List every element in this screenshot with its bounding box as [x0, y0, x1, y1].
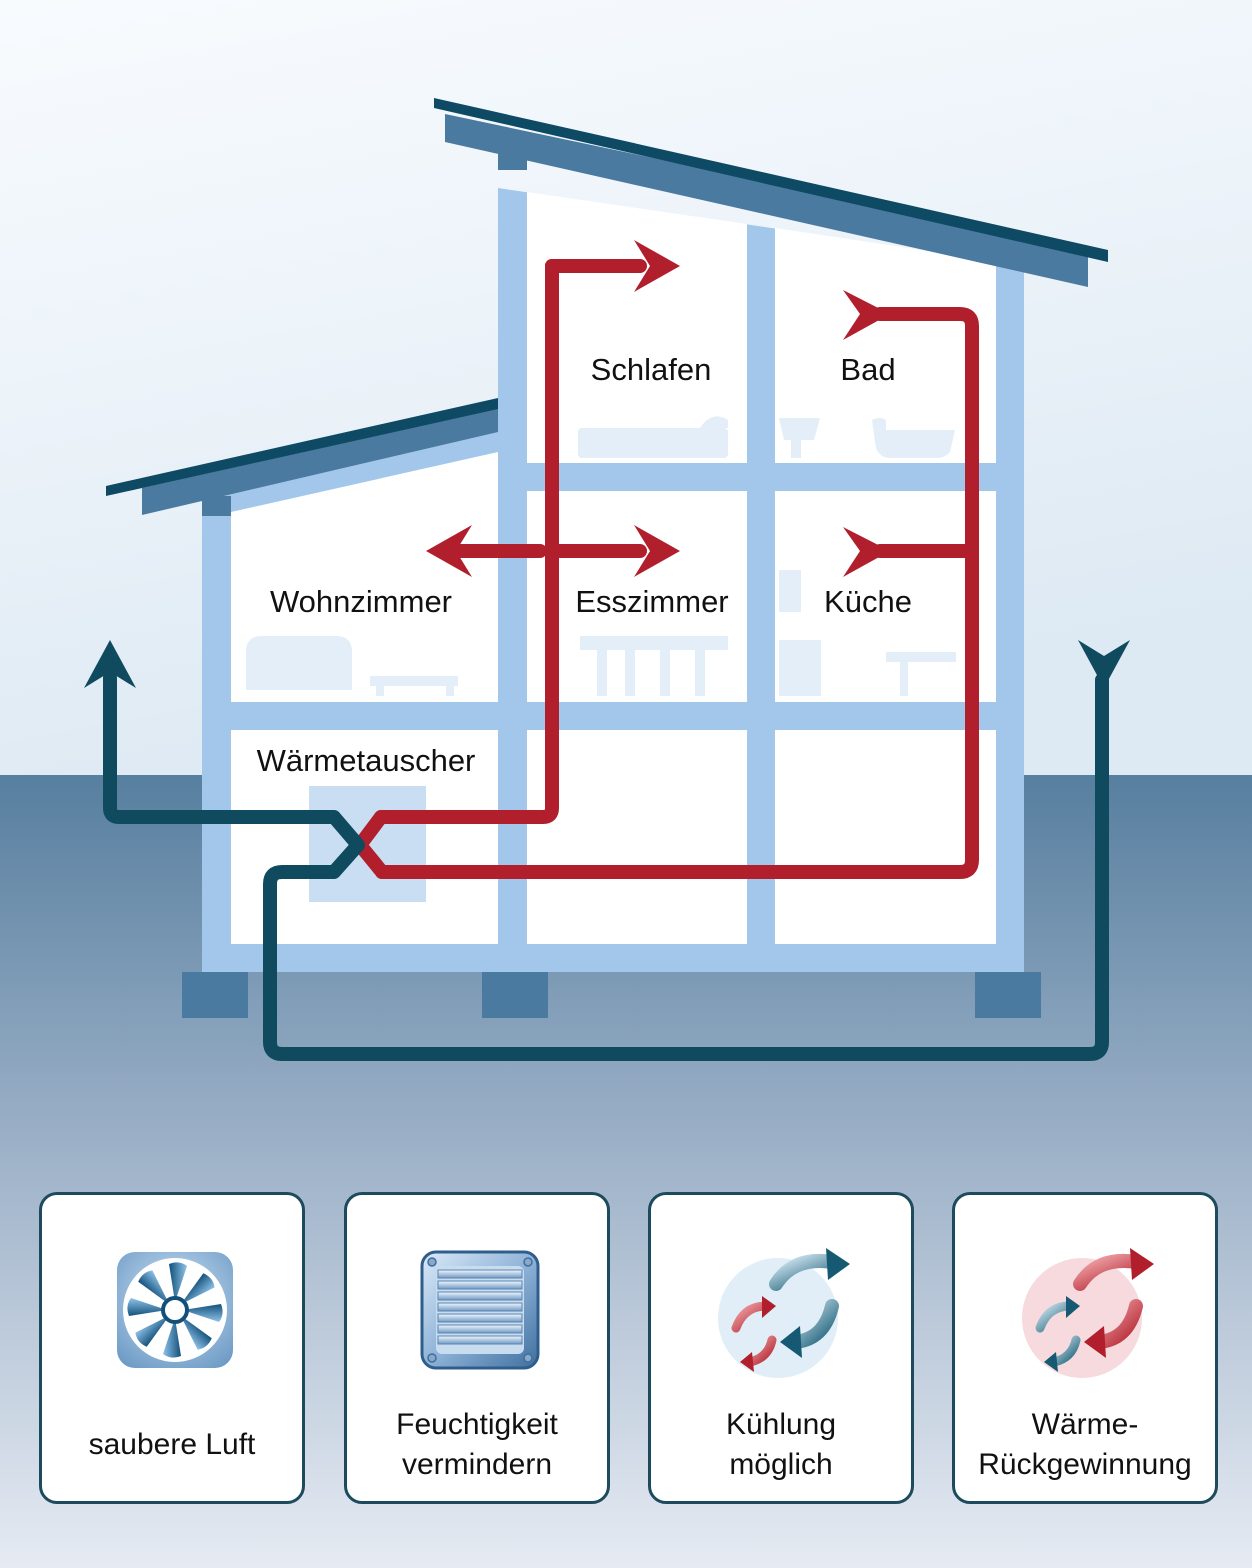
foundation-block-center [482, 972, 548, 1018]
arrow-exhaust-up [84, 640, 136, 688]
feature-caption-line1: Wärme- [1031, 1408, 1139, 1441]
arrow-esszimmer-right [634, 525, 680, 577]
feature-caption: Feuchtigkeit vermindern [347, 1400, 607, 1490]
feature-tile-cooling: Kühlung möglich [648, 1192, 914, 1504]
arrow-bad [843, 290, 890, 340]
fan-icon [117, 1252, 233, 1368]
feature-caption: Kühlung möglich [651, 1400, 911, 1490]
room-label-wohnzimmer: Wohnzimmer [270, 584, 452, 619]
room-label-esszimmer: Esszimmer [575, 584, 728, 619]
feature-caption: Wärme- Rückgewinnung [955, 1400, 1215, 1490]
arrow-wohnzimmer-left [426, 525, 472, 577]
furniture-silhouettes [246, 416, 956, 696]
arrow-kueche [843, 527, 890, 577]
feature-tile-heat-recovery: Wärme- Rückgewinnung [952, 1192, 1218, 1504]
feature-caption: saubere Luft [42, 1400, 302, 1490]
feature-tile-clean-air: saubere Luft [39, 1192, 305, 1504]
heat-recovery-icon [1022, 1248, 1154, 1378]
feature-caption-line1: Kühlung [725, 1408, 837, 1441]
room-label-kueche: Küche [824, 584, 912, 619]
fresh-air-ducts [103, 671, 1109, 1061]
warm-air-ducts [353, 259, 979, 879]
feature-tile-reduce-humidity: Feuchtigkeit vermindern [344, 1192, 610, 1504]
roof-lower [106, 398, 498, 516]
roof-main [434, 98, 1108, 287]
feature-caption-line2: vermindern [401, 1448, 553, 1481]
room-label-schlafen: Schlafen [591, 352, 712, 387]
warm-air-arrowheads [426, 240, 890, 577]
room-label-bad: Bad [840, 352, 895, 387]
fresh-air-arrowheads [84, 640, 1130, 688]
vent-grille-icon [420, 1250, 540, 1370]
feature-caption-line2: möglich [729, 1448, 833, 1481]
foundation-block-left [182, 972, 248, 1018]
cooling-cycle-icon [718, 1248, 850, 1378]
foundation-block-right [975, 972, 1041, 1018]
feature-caption-line2: Rückgewinnung [978, 1448, 1192, 1481]
room-label-waermetauscher: Wärmetauscher [257, 743, 476, 778]
feature-caption-line1: Feuchtigkeit [396, 1408, 558, 1441]
arrow-intake-down [1078, 640, 1130, 688]
feature-caption-line1: saubere Luft [88, 1428, 256, 1461]
arrow-schlafen [634, 240, 680, 292]
